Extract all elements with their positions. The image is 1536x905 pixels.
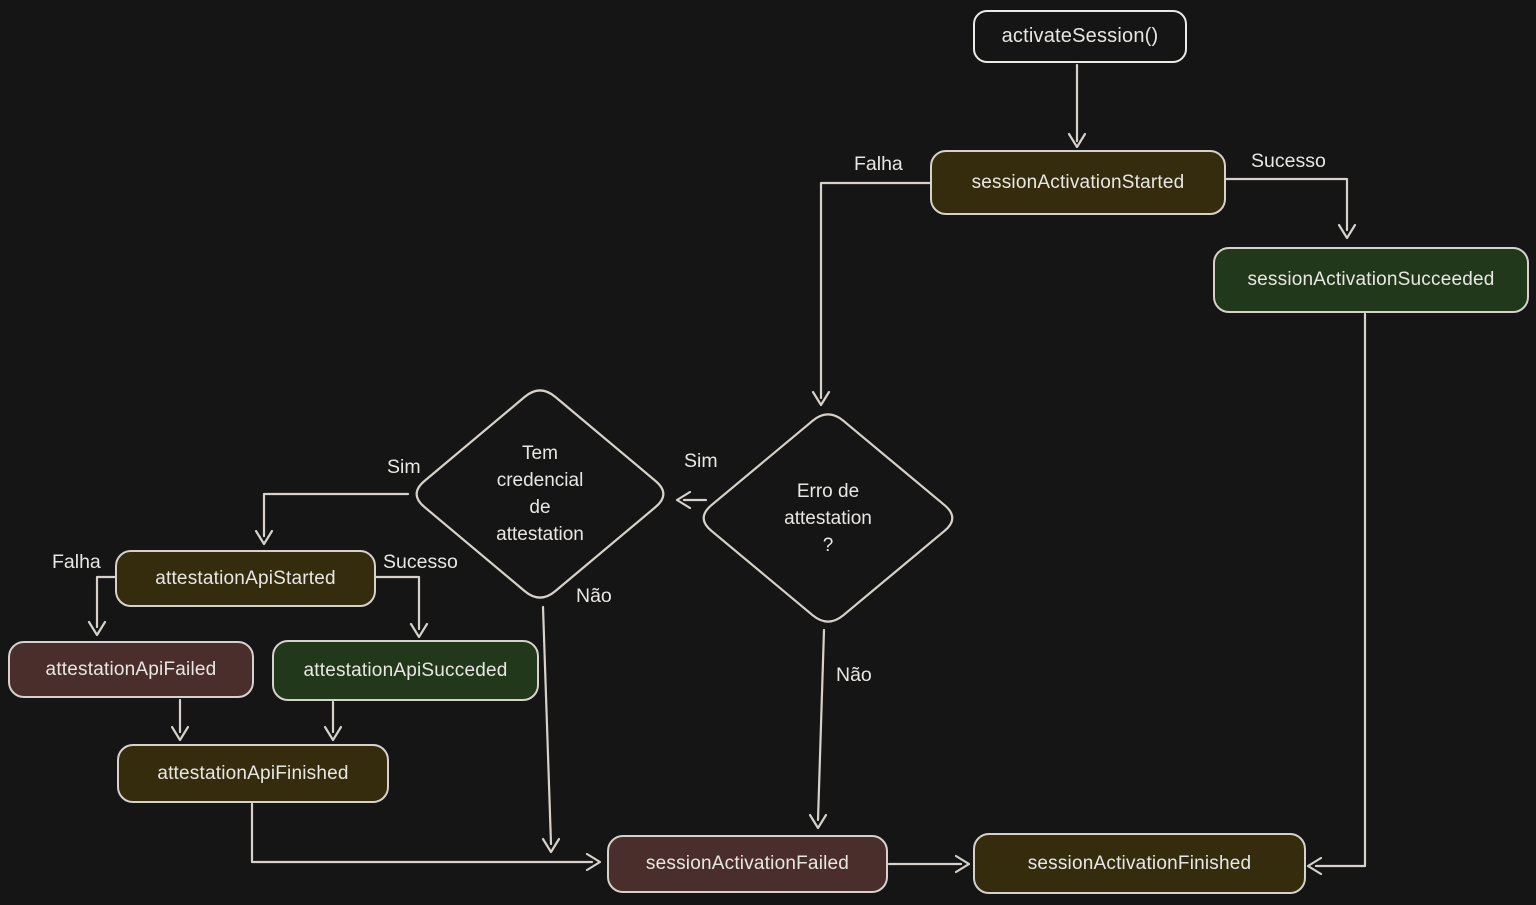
node-attestation-api-started: attestationApiStarted <box>115 550 376 607</box>
edge-api-failed-to-api-finished <box>170 698 190 742</box>
edge-tem-sim-to-api-started <box>254 492 410 546</box>
decision-diamond-tem-credencial <box>415 389 665 599</box>
edge-label-nao-credencial: Não <box>576 585 612 607</box>
arrowhead <box>323 725 343 742</box>
arrowhead <box>254 529 274 546</box>
edge-label-falha-attestation-api: Falha <box>52 551 101 573</box>
arrowhead <box>541 837 561 854</box>
edge-session-failed-to-session-finished <box>887 854 971 874</box>
arrowhead <box>1067 132 1087 149</box>
node-session-activation-finished: sessionActivationFinished <box>973 833 1306 894</box>
edge-tem-nao-to-junction <box>541 605 561 854</box>
edge-api-started-sucesso-to-api-succeded <box>374 575 429 639</box>
node-attestation-api-succeded: attestationApiSucceded <box>272 640 539 701</box>
arrowhead <box>1337 223 1357 240</box>
edge-started-sucesso-to-succeeded <box>1224 177 1357 240</box>
arrowhead <box>954 854 971 874</box>
edge-started-falha-to-erro-decision <box>811 181 932 407</box>
edge-activate-to-started <box>1067 63 1087 149</box>
edge-erro-nao-to-session-failed <box>808 628 828 830</box>
decision-label-tem-credencial: Tem credencial de attestation <box>496 443 584 545</box>
edge-label-sucesso-attestation-api: Sucesso <box>383 551 458 573</box>
edge-label-nao-erro: Não <box>836 664 872 686</box>
node-session-activation-started: sessionActivationStarted <box>930 150 1226 215</box>
edge-erro-sim-to-tem-credencial <box>675 490 708 510</box>
edge-label-sim-credencial: Sim <box>387 456 421 478</box>
edge-api-started-falha-to-api-failed <box>87 575 117 637</box>
arrowhead <box>585 852 602 872</box>
arrowhead <box>409 622 429 639</box>
node-session-activation-failed: sessionActivationFailed <box>607 835 888 893</box>
decision-diamond-erro-attestation <box>702 413 954 623</box>
arrowhead <box>1306 856 1323 876</box>
node-attestation-api-failed: attestationApiFailed <box>8 641 254 698</box>
arrowhead <box>87 620 107 637</box>
arrowhead <box>170 725 190 742</box>
arrowhead <box>675 490 692 510</box>
decision-label-erro-attestation: Erro de attestation ? <box>784 481 872 556</box>
arrowhead <box>808 813 828 830</box>
node-session-activation-succeeded: sessionActivationSucceeded <box>1213 247 1529 313</box>
edge-succeeded-to-session-finished <box>1306 312 1367 876</box>
edge-label-sim-erro: Sim <box>684 450 718 472</box>
node-activate-session: activateSession() <box>973 10 1187 63</box>
edge-label-sucesso-session-start: Sucesso <box>1251 150 1326 172</box>
edge-api-finished-to-session-failed <box>250 802 602 872</box>
node-attestation-api-finished: attestationApiFinished <box>117 744 389 803</box>
edge-api-succeded-to-api-finished <box>323 700 343 742</box>
arrowhead <box>811 390 831 407</box>
edge-label-falha-session-start: Falha <box>854 153 903 175</box>
